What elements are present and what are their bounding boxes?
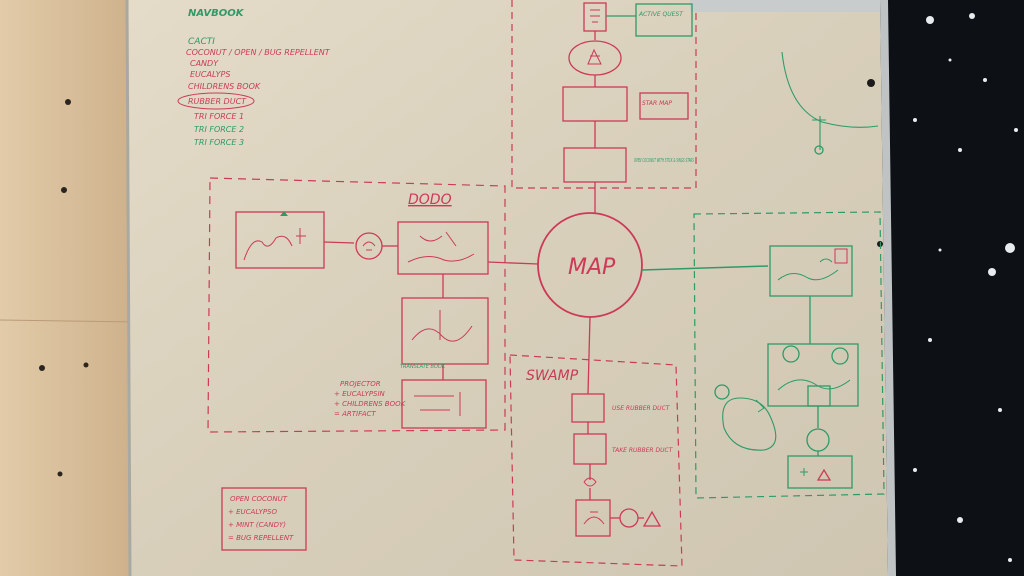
rubber-duck-circle	[177, 92, 255, 110]
green-triangle-mark	[280, 211, 288, 216]
quest-column	[562, 2, 689, 214]
recipe-box	[221, 487, 307, 551]
active-quest-box: ACTIVE QUEST	[606, 3, 693, 37]
green-region-border	[693, 211, 885, 499]
inventory-item: TRI FORCE 1	[194, 112, 244, 121]
dodo-note: PROJECTOR	[340, 380, 381, 388]
quest-region-border	[511, 0, 697, 189]
dark-wall	[870, 0, 1024, 576]
swamp-note: TAKE RUBBER DUCT	[612, 447, 674, 454]
recipe-note: + MINT (CANDY)	[228, 521, 286, 529]
wood-wall	[0, 0, 140, 576]
dodo-note: + EUCALYPSIN	[334, 390, 386, 398]
active-quest-label: ACTIVE QUEST	[638, 11, 684, 18]
wood-screws	[39, 99, 89, 477]
swamp-note: USE RUBBER DUCT	[612, 405, 671, 412]
dodo-scenes	[235, 211, 489, 429]
inventory-header: NAVBOOK	[188, 8, 245, 19]
whiteboard-top-rail	[690, 0, 880, 12]
green-sketches	[714, 51, 879, 489]
recipe-note: OPEN COCONUT	[230, 495, 288, 503]
map-to-dodo-connector	[487, 261, 539, 265]
map-to-green-connector	[641, 265, 769, 271]
wood-seam	[0, 319, 141, 323]
whiteboard-frame-left	[125, 0, 132, 576]
dodo-notes: PROJECTOR + EUCALYPSIN + CHILDRENS BOOK …	[334, 380, 407, 418]
whiteboard-frame-right	[880, 0, 896, 576]
star-map-note: STAR MAP	[642, 100, 672, 107]
inventory-item: EUCALYPS	[190, 70, 230, 79]
whiteboard	[127, 0, 888, 576]
dodo-note: + CHILDRENS BOOK	[334, 400, 407, 408]
inventory-item: TRI FORCE 3	[194, 138, 244, 147]
board-screw	[867, 79, 875, 87]
recipe-notes: OPEN COCONUT + EUCALYPSO + MINT (CANDY) …	[228, 495, 294, 542]
inventory-item: CHILDRENS BOOK	[188, 82, 261, 91]
dodo-region-border	[207, 177, 506, 433]
map-to-swamp-connector	[587, 316, 591, 395]
inventory-item: CACTI	[188, 37, 215, 47]
inventory-list: NAVBOOK CACTI COCONUT / OPEN / BUG REPEL…	[177, 8, 331, 147]
inventory-item: COCONUT / OPEN / BUG REPELLENT	[186, 48, 331, 57]
inventory-item: RUBBER DUCT	[188, 97, 247, 106]
swamp-region-border	[509, 354, 683, 567]
inventory-item: CANDY	[190, 59, 219, 68]
recipe-note: = BUG REPELLENT	[228, 534, 294, 542]
wall-speckles	[913, 13, 1018, 562]
translate-note: TRANSLATE BOOK	[400, 364, 446, 370]
recipe-note: + EUCALYPSO	[228, 508, 277, 516]
inventory-item: TRI FORCE 2	[194, 125, 244, 134]
dodo-note: = ARTIFACT	[334, 410, 376, 418]
map-label: MAP	[568, 255, 616, 280]
swamp-label: SWAMP	[526, 368, 579, 384]
dodo-label: DODO	[408, 192, 452, 208]
swamp-column	[571, 393, 662, 537]
coconut-note: OPEN COCONUT WITH STICK & SINGS STARS	[634, 158, 694, 164]
